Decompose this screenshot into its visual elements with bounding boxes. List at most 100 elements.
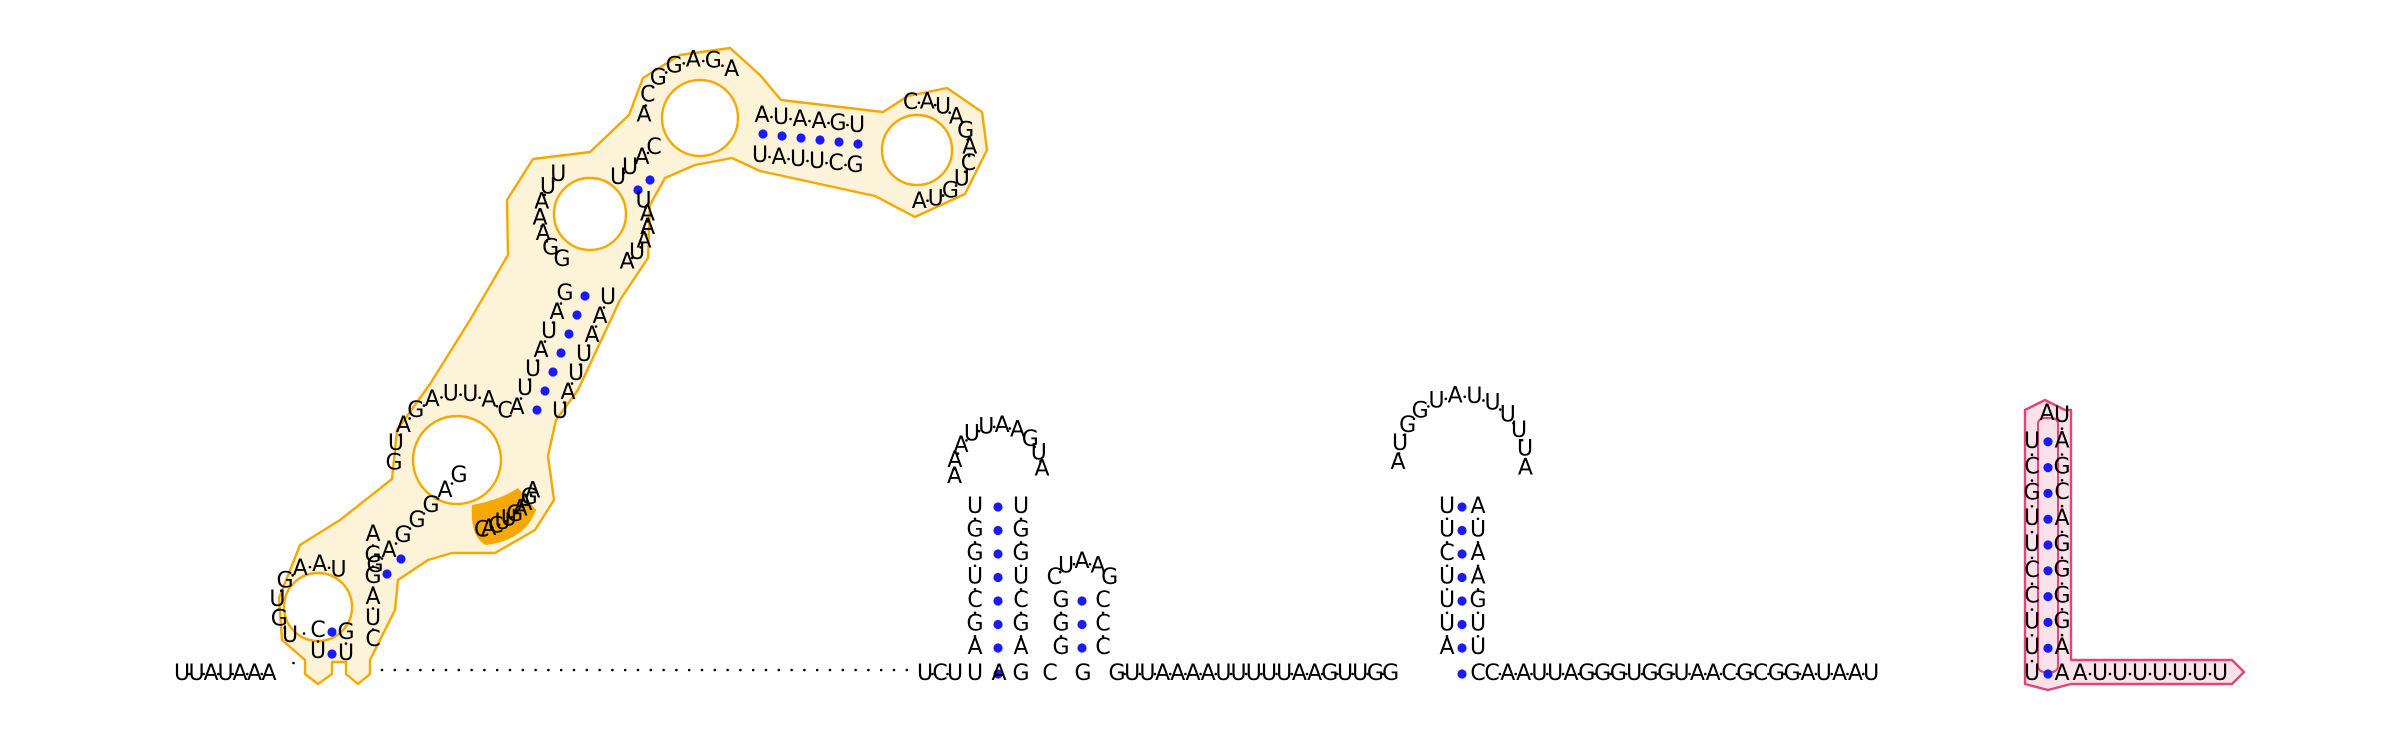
hairpin-a-nt: U [1013, 565, 1029, 590]
hairpin-d-nt: A [2054, 661, 2069, 686]
base-pair-dot [1457, 525, 1467, 536]
domain1-nt: A [584, 323, 599, 348]
domain1-loop-nt: U [501, 506, 517, 531]
backbone-dash [687, 668, 691, 672]
domain1-nt: G [408, 508, 425, 533]
backbone-dash [559, 302, 563, 305]
hairpin-d-nt: U [2054, 403, 2070, 428]
five-prime-tail-nt: A [261, 661, 276, 686]
base-pair-dot [1457, 596, 1467, 606]
backbone-dash [1830, 672, 1833, 676]
hairpin-a-nt: G [966, 612, 983, 637]
backbone-dash [1476, 517, 1480, 521]
domain1-loop-nt: U [540, 174, 556, 199]
domain1-nt: G [450, 463, 467, 488]
domain1-nt: U [809, 149, 825, 174]
backbone-dash [682, 62, 686, 65]
backbone-dash [1672, 672, 1675, 676]
hairpin-c-nt: U [1439, 494, 1455, 519]
three-prime-tail-nt: U [2132, 661, 2148, 686]
base-pair-dot [993, 502, 1003, 512]
backbone-dash [559, 668, 563, 672]
spacer-nt: A [1500, 661, 1515, 686]
three-prime-tail-nt: U [2152, 661, 2168, 686]
backbone-dash [2060, 608, 2064, 611]
backbone-dash [726, 668, 729, 672]
domain1-loop-nt: G [705, 49, 722, 74]
backbone-dash [1039, 460, 1042, 463]
hairpin-a-nt: G [966, 541, 983, 566]
hairpin-b-loop-nt: A [1074, 549, 1089, 574]
hairpin-b-loop-nt: G [1101, 565, 1118, 590]
domain1-loop-nt: A [724, 57, 739, 82]
backbone-dash [2060, 530, 2064, 534]
backbone-dash [1033, 445, 1036, 449]
hairpin-a-nt: G [1012, 612, 1029, 637]
domain1-loop-nt: U [629, 240, 645, 265]
hairpin-a-nt: A [967, 635, 982, 660]
backbone-dash [2128, 672, 2132, 676]
hairpin-a-nt: U [1013, 494, 1029, 519]
base-pair-dot [2043, 669, 2053, 679]
backbone-dash [1445, 587, 1449, 591]
backbone-dash [1656, 672, 1660, 676]
backbone-dash [844, 163, 847, 167]
base-pair-dot [2043, 617, 2053, 628]
backbone-dash [478, 396, 481, 400]
base-pair-dot [993, 549, 1003, 559]
domain1-nt: G [422, 493, 439, 518]
base-pair-dot [580, 291, 590, 301]
backbone-dash [2060, 556, 2064, 559]
backbone-dash [1184, 672, 1187, 676]
backbone-dash [444, 668, 448, 672]
backbone-dash [1719, 672, 1723, 676]
backbone-dash [630, 256, 634, 260]
backbone-dash [611, 668, 614, 672]
domain1-nt: A [754, 103, 769, 128]
base-pair-dot [645, 175, 655, 185]
five-prime-tail-nt: U [174, 661, 190, 686]
backbone-dash [436, 497, 440, 500]
base-pair-dot [1457, 669, 1467, 679]
hairpin-c-nt: G [1469, 588, 1486, 613]
backbone-dash [854, 668, 857, 672]
backbone-dash [867, 668, 870, 672]
backbone-dash [1704, 672, 1707, 676]
spacer-nt: U [1674, 661, 1690, 686]
backbone-dash [1625, 672, 1628, 676]
backbone-dash [1088, 562, 1092, 566]
hairpin-c-loop-nt: G [1412, 399, 1429, 424]
backbone-dash [1476, 540, 1480, 544]
backbone-dash [827, 121, 830, 125]
backbone-dash [2060, 427, 2064, 431]
backbone-dash [948, 111, 952, 114]
base-pair-dot [327, 627, 337, 637]
domain1-nt: U [790, 147, 806, 172]
base-pair-dot [556, 348, 566, 358]
hairpin-d-nt: G [2053, 558, 2070, 583]
domain1-nt: A [771, 145, 786, 170]
spacer-nt: A [1155, 661, 1170, 686]
hairpin-a-loop-nt: A [947, 448, 962, 473]
domain1-loop-nt: G [942, 179, 959, 204]
base-pair-dot [2043, 566, 2053, 576]
backbone-dash [1019, 517, 1023, 521]
hairpin-a-nt: A [991, 661, 1006, 686]
hairpin-d-nt: U [2024, 506, 2040, 531]
backbone-dash [973, 611, 977, 615]
domain1-nt: A [437, 478, 452, 503]
hairpin-a-nt: U [967, 494, 983, 519]
domain1-nt: U [338, 641, 354, 666]
domain-highlights [277, 46, 2246, 692]
domain1-nt: G [846, 153, 863, 178]
backbone-dash [721, 64, 724, 67]
hairpin-c-loop-nt: G [1399, 413, 1416, 438]
backbone-dash [543, 193, 547, 197]
domain1-loop-nt: U [331, 558, 347, 583]
spacer-nt: A [1516, 661, 1531, 686]
spacer-nt: U [1816, 661, 1832, 686]
domain1-nt: U [525, 357, 541, 382]
base-pair-dot [572, 310, 582, 320]
hairpin-d-nt: A [2054, 635, 2069, 660]
